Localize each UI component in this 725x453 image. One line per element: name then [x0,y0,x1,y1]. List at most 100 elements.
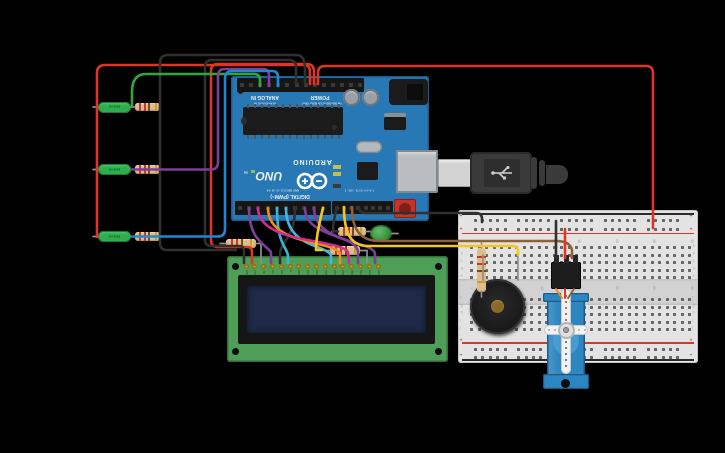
lcd-backlight-resistor[interactable] [330,246,360,255]
header-pin-hole[interactable] [334,205,339,210]
breadboard-hole[interactable] [530,313,534,316]
usb-cable-end[interactable] [546,165,568,184]
breadboard-hole[interactable] [635,305,639,309]
breadboard-rail-hole[interactable] [503,348,507,351]
digital-header-left[interactable] [235,201,331,215]
breadboard-rail-hole[interactable] [618,348,622,351]
breadboard-hole[interactable] [627,313,631,316]
header-pin-hole[interactable] [249,83,253,87]
breadboard-hole[interactable] [537,313,541,316]
breadboard-rail-hole[interactable] [669,227,672,231]
breadboard-hole[interactable] [545,313,549,316]
breadboard-rail-hole[interactable] [582,227,586,231]
breadboard-rail-hole[interactable] [481,219,485,222]
breadboard-hole[interactable] [612,246,616,249]
header-pin-hole[interactable] [385,205,390,210]
breadboard-hole[interactable] [567,246,571,249]
header-pin-hole[interactable] [363,205,368,210]
breadboard-rail-hole[interactable] [676,348,680,351]
breadboard-hole[interactable] [515,253,519,257]
breadboard-rail-hole[interactable] [575,219,579,222]
breadboard-rail-hole[interactable] [618,355,622,359]
breadboard-hole[interactable] [597,305,601,309]
breadboard-hole[interactable] [522,328,526,331]
breadboard-rail-hole[interactable] [517,219,521,222]
breadboard-hole[interactable] [650,328,654,331]
header-pin-hole[interactable] [311,206,316,210]
breadboard-hole[interactable] [627,320,631,324]
breadboard-hole[interactable] [530,298,534,301]
breadboard-rail-hole[interactable] [496,348,500,351]
breadboard-hole[interactable] [507,268,511,272]
header-pin-hole[interactable] [320,206,325,210]
breadboard-hole[interactable] [665,320,669,324]
breadboard-rail-hole[interactable] [488,348,492,351]
breadboard-rail-hole[interactable] [496,355,500,359]
breadboard-hole[interactable] [522,268,526,272]
breadboard-hole[interactable] [635,328,639,331]
breadboard-hole[interactable] [597,268,601,272]
breadboard-hole[interactable] [530,253,534,257]
breadboard-hole[interactable] [627,328,631,331]
breadboard-hole[interactable] [545,253,549,257]
breadboard-hole[interactable] [530,268,534,272]
breadboard-hole[interactable] [470,276,473,279]
breadboard-hole[interactable] [612,276,616,279]
breadboard-hole[interactable] [612,320,616,324]
breadboard-hole[interactable] [485,268,488,272]
breadboard-hole[interactable] [470,320,473,324]
breadboard-hole[interactable] [552,246,556,249]
breadboard-hole[interactable] [635,298,639,301]
breadboard-hole[interactable] [590,253,594,257]
breadboard-hole[interactable] [492,261,496,264]
breadboard-hole[interactable] [627,276,631,279]
breadboard-hole[interactable] [597,276,601,279]
breadboard-hole[interactable] [680,253,684,257]
breadboard-hole[interactable] [537,305,541,309]
breadboard-hole[interactable] [680,320,684,324]
breadboard-hole[interactable] [627,268,631,272]
breadboard-rail-hole[interactable] [481,348,485,351]
breadboard-rail-hole[interactable] [646,348,650,351]
breadboard-hole[interactable] [673,305,676,309]
breadboard-rail-hole[interactable] [654,227,658,231]
breadboard-hole[interactable] [597,328,601,331]
breadboard-hole[interactable] [688,305,692,309]
breadboard-rail-hole[interactable] [481,355,485,359]
breadboard-rail-hole[interactable] [676,219,680,222]
breadboard-hole[interactable] [643,328,646,331]
breadboard-hole[interactable] [665,276,669,279]
breadboard-rail-hole[interactable] [488,219,492,222]
breadboard-hole[interactable] [688,246,692,249]
breadboard-hole[interactable] [537,261,541,264]
breadboard-hole[interactable] [680,313,684,316]
breadboard-hole[interactable] [620,268,624,272]
breadboard-hole[interactable] [620,320,624,324]
header-pin-hole[interactable] [258,83,262,87]
breadboard-rail-hole[interactable] [503,227,507,231]
breadboard-hole[interactable] [530,246,534,249]
breadboard-hole[interactable] [537,253,541,257]
breadboard-hole[interactable] [658,246,661,249]
breadboard-hole[interactable] [560,246,564,249]
breadboard-hole[interactable] [665,268,669,272]
breadboard-hole[interactable] [627,253,631,257]
header-pin-hole[interactable] [313,83,317,87]
breadboard-hole[interactable] [545,268,549,272]
breadboard-hole[interactable] [537,320,541,324]
breadboard-hole[interactable] [492,276,496,279]
breadboard-rail-hole[interactable] [546,219,550,222]
breadboard-rail-hole[interactable] [496,227,500,231]
breadboard-hole[interactable] [515,246,519,249]
breadboard-rail-hole[interactable] [625,227,629,231]
breadboard-hole[interactable] [688,268,692,272]
lcd-pin-pad[interactable] [269,263,276,269]
breadboard-rail-hole[interactable] [539,219,543,222]
lcd-pin-pad[interactable] [313,263,320,269]
breadboard-hole[interactable] [590,305,594,309]
breadboard-hole[interactable] [620,246,624,249]
breadboard-hole[interactable] [507,261,511,264]
breadboard-hole[interactable] [530,261,534,264]
header-pin-hole[interactable] [304,83,308,87]
breadboard-hole[interactable] [597,298,601,301]
